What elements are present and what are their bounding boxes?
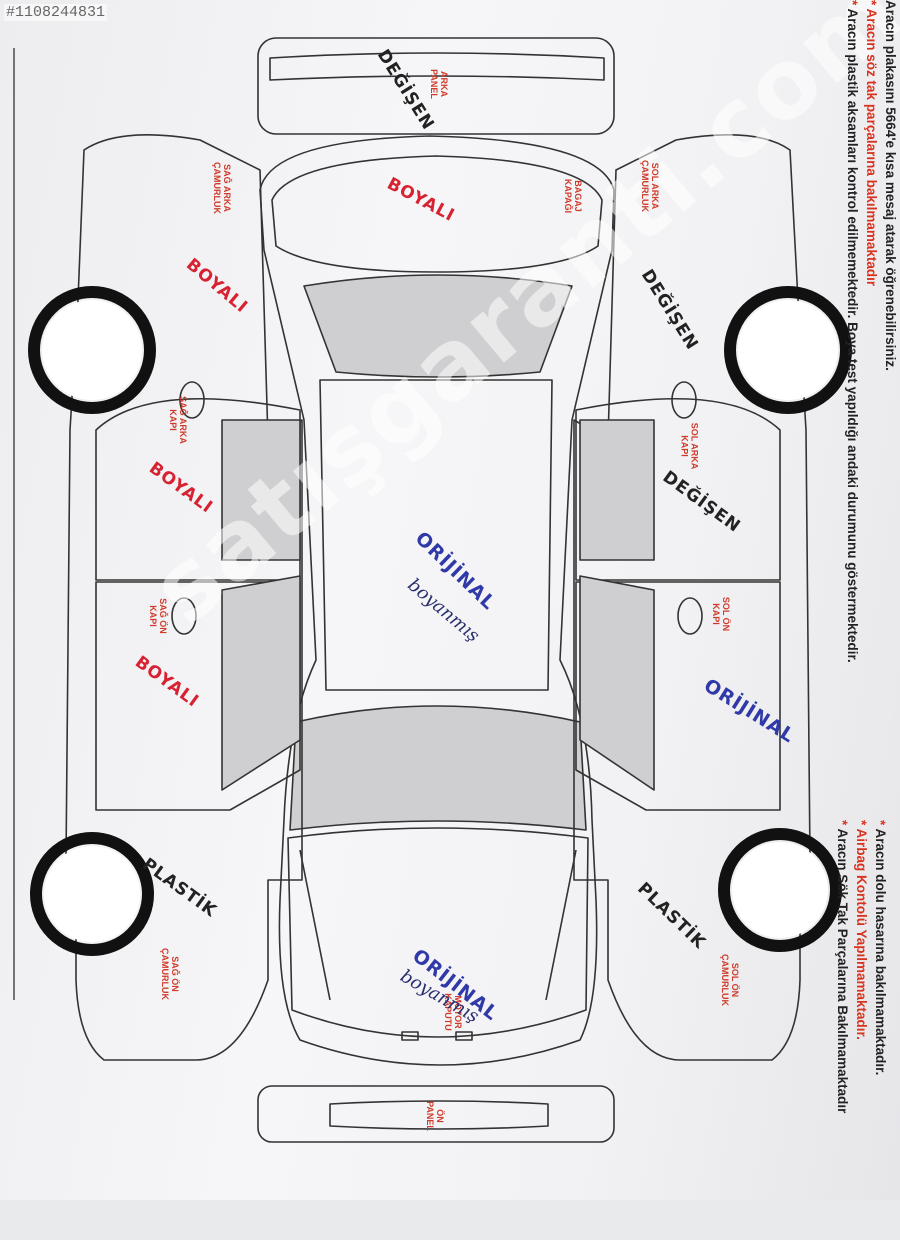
- left-mirror: [677, 597, 703, 635]
- note-plate: Aracın plakasını 5664'e kısa mesaj atara…: [883, 0, 898, 371]
- note-sok-tak: * Aracın söz tak parçalarına bakılmamakt…: [864, 0, 879, 287]
- hood-outline: [287, 827, 589, 1038]
- roof-outline: [319, 379, 553, 691]
- left-fuel-cap: [671, 381, 697, 419]
- wheel-right-front: [30, 832, 154, 956]
- right-rear-door-outline: [95, 398, 301, 581]
- notes-top: Aracın plakasını 5664'e kısa mesaj atara…: [770, 0, 900, 663]
- left-side-body-outline: [65, 134, 303, 1061]
- note-sok-tak-bottom: * Aracın Sök Tak Parçalarına Bakılmamakt…: [835, 820, 850, 1114]
- notes-bottom: * Aracın dolu hasarına bakılmamaktadır. …: [760, 820, 890, 1240]
- car-outline-diagram: [13, 37, 852, 1143]
- rear-panel-inner: [269, 52, 605, 81]
- inspection-sheet: satışgaranti.com #1108244831 Aracın plak…: [0, 0, 900, 1200]
- right-front-window: [221, 575, 301, 791]
- wheel-left-front: [718, 828, 842, 952]
- left-front-window: [579, 575, 655, 791]
- hood-lines: [299, 849, 577, 1001]
- right-mirror: [171, 597, 197, 635]
- note-plastic: * Aracın plastik aksamları kontrol edilm…: [845, 0, 860, 663]
- right-rear-window: [221, 419, 301, 561]
- front-panel-outline: [257, 1085, 615, 1143]
- wheel-right-rear: [28, 286, 156, 414]
- right-side-body-outline: [573, 134, 811, 1061]
- grille-slot-right: [455, 1031, 473, 1041]
- wheel-left-rear: [724, 286, 852, 414]
- rear-panel-outline: [257, 37, 615, 135]
- rear-window: [303, 274, 573, 378]
- note-airbag: * Airbag Kontolü Yapılmamaktadır.: [854, 820, 869, 1040]
- listing-id: #1108244831: [4, 4, 108, 21]
- left-rear-door-outline: [575, 398, 781, 581]
- grille-slot-left: [401, 1031, 419, 1041]
- left-rear-window: [579, 419, 655, 561]
- front-panel-inner: [329, 1100, 549, 1130]
- windshield: [289, 705, 587, 831]
- trunk-lid-outline: [271, 155, 603, 273]
- note-hail: * Aracın dolu hasarına bakılmamaktadır.: [873, 820, 888, 1076]
- right-fuel-cap: [179, 381, 205, 419]
